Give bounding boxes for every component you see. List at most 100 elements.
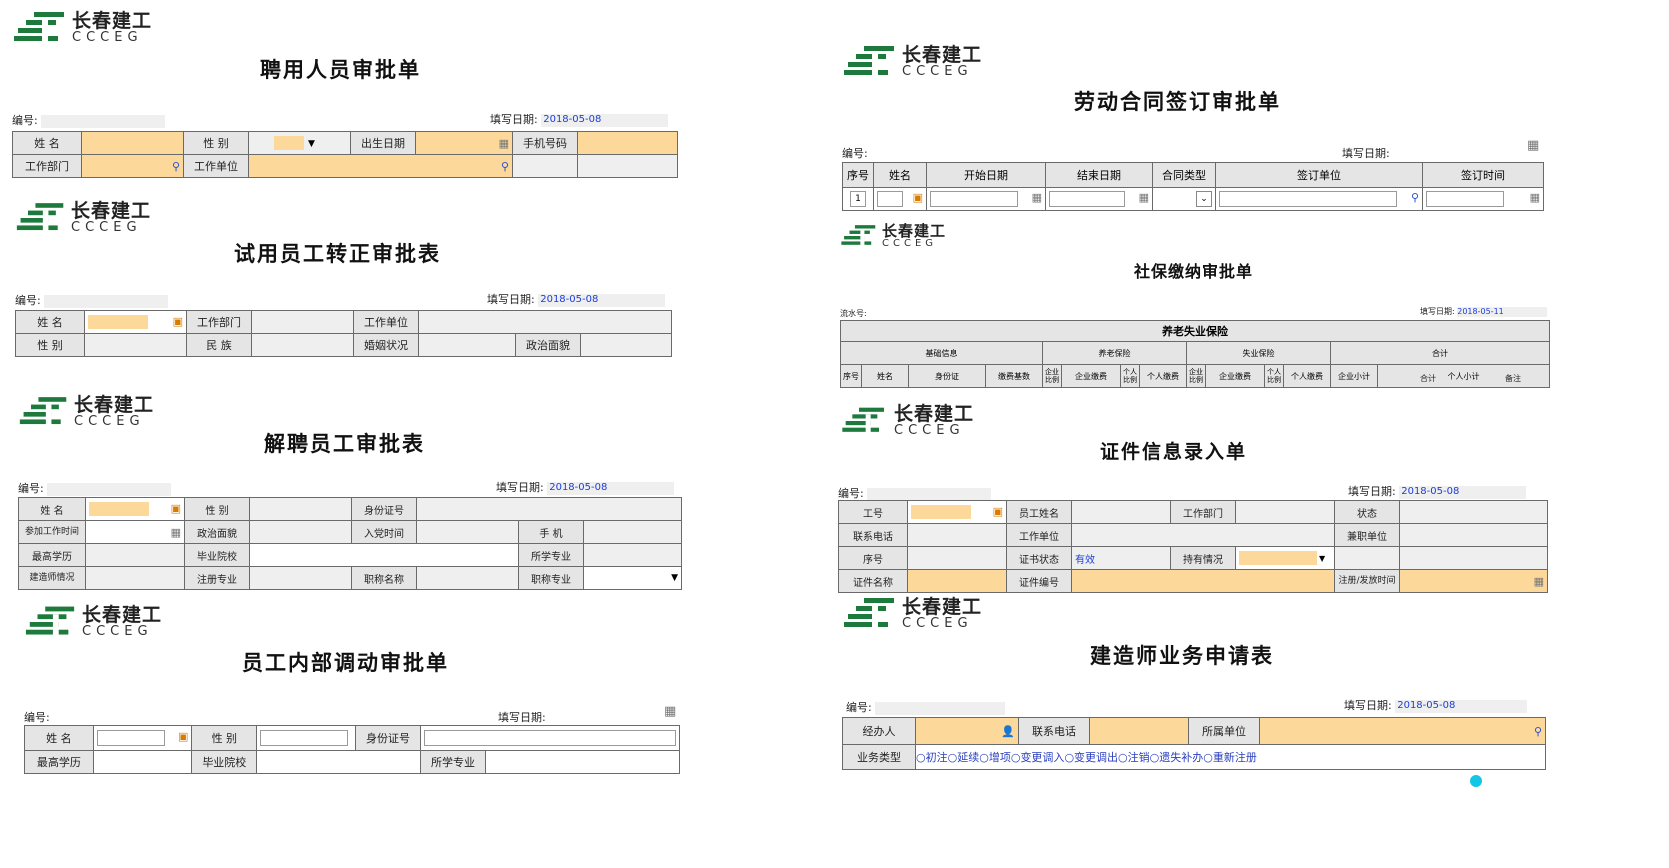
- gender-field[interactable]: [256, 725, 357, 751]
- builder-field[interactable]: [85, 566, 185, 590]
- holding-select[interactable]: ▼: [1235, 546, 1335, 570]
- handler-field[interactable]: 👤: [915, 717, 1019, 745]
- cert-name-field[interactable]: [907, 569, 1007, 593]
- dept-field[interactable]: [251, 310, 354, 334]
- calendar-icon[interactable]: ▦: [1527, 138, 1540, 153]
- name-field[interactable]: ▣: [92, 725, 193, 751]
- id-field[interactable]: [416, 497, 682, 521]
- mobile-field[interactable]: [583, 520, 682, 544]
- end-date-field[interactable]: ▦: [1045, 187, 1153, 211]
- name-field[interactable]: [81, 131, 184, 155]
- start-date-field[interactable]: ▦: [926, 187, 1046, 211]
- school-field[interactable]: [256, 750, 421, 774]
- name-field[interactable]: ▣: [84, 310, 187, 334]
- school-field[interactable]: [249, 543, 519, 567]
- unit-field[interactable]: ⚲: [1259, 717, 1546, 745]
- date-field[interactable]: 2018-05-08: [541, 113, 669, 127]
- calendar-icon[interactable]: ▦: [1031, 191, 1042, 204]
- reg-time-field[interactable]: ▦: [1399, 569, 1548, 593]
- cert-no-field[interactable]: [1071, 569, 1335, 593]
- major-field[interactable]: [583, 543, 682, 567]
- edu-field[interactable]: [92, 750, 193, 774]
- edu-field[interactable]: [85, 543, 185, 567]
- unit-field[interactable]: ⚲: [248, 154, 513, 178]
- ethnic-field[interactable]: [251, 333, 354, 357]
- col-end: 结束日期: [1045, 162, 1153, 188]
- org-picker-icon[interactable]: ⚲: [1410, 191, 1419, 204]
- emp-name-field[interactable]: [1071, 500, 1171, 524]
- date-field[interactable]: 2018-05-08: [538, 293, 666, 307]
- org-picker-icon[interactable]: ⚲: [1533, 724, 1542, 738]
- person-picker-icon[interactable]: ▣: [178, 730, 189, 743]
- calendar-icon[interactable]: ▦: [664, 704, 677, 719]
- status-field[interactable]: [1399, 500, 1548, 524]
- emp-no-field[interactable]: ▣: [907, 500, 1007, 524]
- chevron-down-icon[interactable]: ⌄: [1196, 191, 1212, 207]
- person-picker-icon[interactable]: ▣: [912, 191, 923, 204]
- radio-option[interactable]: ○变更调出: [1064, 751, 1119, 764]
- reg-major-field[interactable]: [249, 566, 352, 590]
- gender-field[interactable]: [84, 333, 187, 357]
- title-major-select[interactable]: ▼: [583, 566, 682, 590]
- serial-field[interactable]: [47, 482, 172, 496]
- seq-field[interactable]: [907, 546, 1007, 570]
- sign-time-field[interactable]: ▦: [1422, 187, 1544, 211]
- birth-field[interactable]: ▦: [415, 131, 513, 155]
- calendar-icon[interactable]: ▦: [1529, 191, 1540, 204]
- id-field[interactable]: [419, 725, 681, 751]
- gender-field[interactable]: [249, 497, 352, 521]
- unit-field[interactable]: ⚲: [1215, 187, 1423, 211]
- political-field[interactable]: [249, 520, 352, 544]
- serial-field[interactable]: [44, 294, 169, 308]
- title-name-field[interactable]: [416, 566, 519, 590]
- radio-option[interactable]: ○变更调入: [1010, 751, 1065, 764]
- date-field[interactable]: 2018-05-11: [1457, 306, 1548, 317]
- user-icon[interactable]: 👤: [1001, 724, 1015, 738]
- date-field[interactable]: 2018-05-08: [1395, 699, 1528, 713]
- radio-option[interactable]: ○注销: [1118, 751, 1150, 764]
- org-picker-icon[interactable]: ⚲: [500, 159, 509, 173]
- calendar-icon[interactable]: ▦: [170, 525, 181, 539]
- chevron-down-icon[interactable]: ▼: [671, 573, 678, 583]
- contract-type-select[interactable]: ⌄: [1152, 187, 1216, 211]
- unit-field[interactable]: [1071, 523, 1335, 547]
- serial-field[interactable]: [41, 114, 166, 128]
- radio-option[interactable]: ○增项: [979, 751, 1011, 764]
- major-field[interactable]: [485, 750, 680, 774]
- person-picker-icon[interactable]: ▣: [172, 315, 183, 328]
- phone-field[interactable]: [1089, 717, 1189, 745]
- person-picker-icon[interactable]: ▣: [170, 502, 181, 515]
- date-field[interactable]: 2018-05-08: [1399, 485, 1527, 499]
- chevron-down-icon[interactable]: ▼: [308, 139, 315, 149]
- party-time-field[interactable]: [416, 520, 519, 544]
- radio-option[interactable]: ○初注: [916, 751, 948, 764]
- name-field[interactable]: ▣: [873, 187, 927, 211]
- marital-field[interactable]: [418, 333, 516, 357]
- radio-option[interactable]: ○重新注册: [1203, 751, 1257, 764]
- gender-select[interactable]: ▼: [248, 131, 351, 155]
- calendar-icon[interactable]: ▦: [1138, 191, 1149, 204]
- phone-field[interactable]: [577, 131, 678, 155]
- label-part-unit: 兼职单位: [1334, 523, 1400, 547]
- chevron-down-icon[interactable]: ▼: [1319, 554, 1326, 563]
- phone-field[interactable]: [907, 523, 1007, 547]
- radio-label: 延续: [957, 751, 980, 764]
- date-field[interactable]: 2018-05-08: [547, 481, 675, 495]
- person-picker-icon[interactable]: ▣: [992, 505, 1003, 518]
- radio-option[interactable]: ○遗失补办: [1149, 751, 1204, 764]
- part-unit-field[interactable]: [1399, 523, 1548, 547]
- work-start-field[interactable]: ▦: [85, 520, 185, 544]
- calendar-icon[interactable]: ▦: [498, 136, 509, 150]
- serial-field[interactable]: [867, 487, 992, 501]
- org-picker-icon[interactable]: ⚲: [171, 159, 180, 173]
- political-field[interactable]: [580, 333, 672, 357]
- dept-field[interactable]: [1235, 500, 1335, 524]
- radio-option[interactable]: ○延续: [947, 751, 980, 764]
- name-field[interactable]: ▣: [85, 497, 185, 521]
- serial-field[interactable]: [875, 701, 1006, 715]
- hire-form-table: 姓 名 性 别 ▼ 出生日期 ▦ 手机号码 工作部门 ⚲ 工作单位 ⚲: [12, 131, 678, 178]
- cert-status-field[interactable]: 有效: [1071, 546, 1171, 570]
- dept-field[interactable]: ⚲: [81, 154, 184, 178]
- calendar-icon[interactable]: ▦: [1533, 574, 1544, 588]
- unit-field[interactable]: [418, 310, 672, 334]
